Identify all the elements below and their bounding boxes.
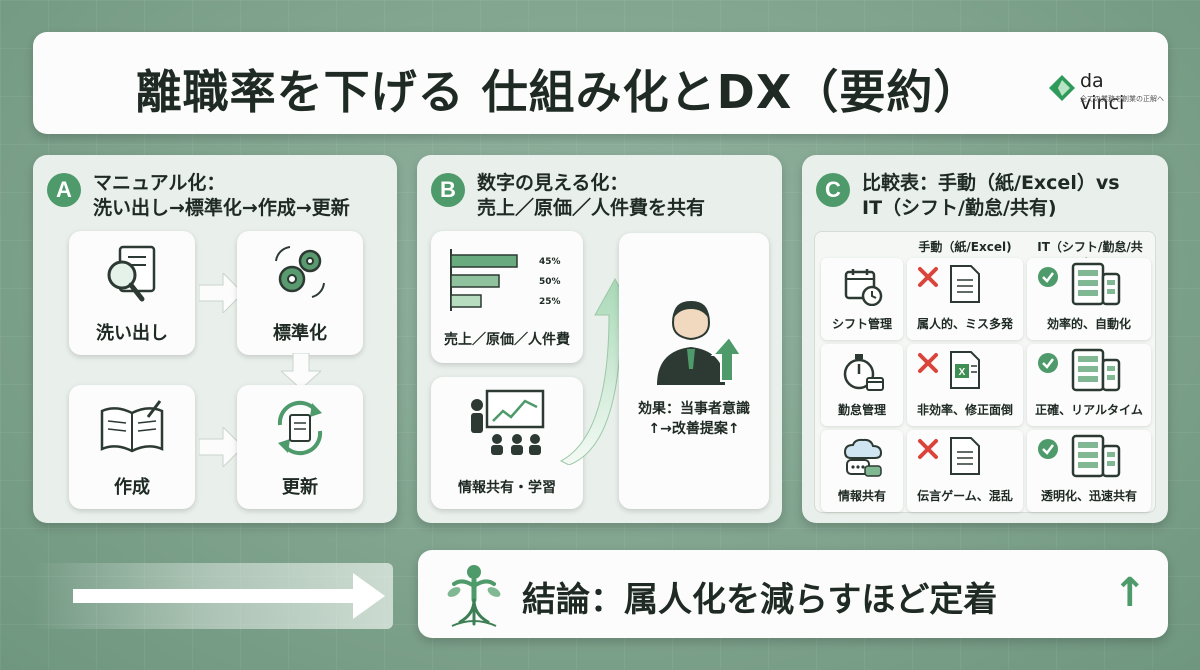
check-icon: [1038, 439, 1058, 459]
it-cell: 透明化、迅速共有: [1027, 430, 1151, 512]
category-cell: 情報共有: [821, 430, 903, 512]
panel-visualization: B 数字の見える化： 売上／原価／人件費を共有 45% 50% 25% 売上／原…: [417, 155, 782, 523]
panel-a-heading-line2: 洗い出し→標準化→作成→更新: [93, 197, 350, 219]
title-card: 離職率を下げる 仕組み化とDX（要約） da vinci 全ての業務を創業の正解…: [33, 32, 1168, 134]
step-tile-identify: 洗い出し: [69, 231, 195, 355]
panel-badge-a: A: [47, 173, 81, 207]
it-text: 効率的、自動化: [1046, 317, 1131, 331]
tablet-phone-icon: [1071, 434, 1121, 478]
conclusion-card: 結論：属人化を減らすほど定着 ↑: [418, 550, 1168, 638]
page-title: 離職率を下げる 仕組み化とDX（要約）: [135, 65, 981, 119]
effect-line2: ↑→改善提案↑: [648, 421, 740, 437]
cross-icon: [918, 439, 938, 459]
it-text: 正確、リアルタイム: [1035, 403, 1143, 417]
employee-growth-icon: [657, 301, 743, 385]
table-row: シフト管理 属人的、ミス多発: [821, 258, 1151, 342]
panel-c-heading: 比較表：手動（紙/Excel）vs IT（シフト/勤怠/共有): [862, 171, 1120, 221]
table-row: 勤怠管理 X 非効率、修正面倒: [821, 344, 1151, 428]
panel-c-heading-line1: 比較表：手動（紙/Excel）vs: [862, 172, 1120, 194]
tablet-phone-icon: [1071, 348, 1121, 392]
arrow-right-icon: [199, 273, 243, 313]
category-label: シフト管理: [831, 317, 892, 331]
manual-cell: X 非効率、修正面倒: [907, 344, 1023, 426]
chart-value: 45%: [539, 257, 561, 267]
magnifier-document-icon: [107, 245, 156, 302]
category-label: 勤怠管理: [837, 403, 886, 417]
cross-icon: [918, 267, 938, 287]
svg-text:X: X: [959, 367, 966, 378]
presentation-icon: [471, 389, 545, 455]
it-cell: 効率的、自動化: [1027, 258, 1151, 340]
paper-document-icon: [950, 265, 980, 303]
column-header-manual: 手動（紙/Excel): [918, 240, 1012, 254]
chart-value: 25%: [539, 297, 561, 307]
manual-text: 非効率、修正面倒: [916, 403, 1013, 417]
step-label: 作成: [114, 477, 150, 498]
panel-a-heading: マニュアル化： 洗い出し→標準化→作成→更新: [93, 171, 350, 221]
logo-tagline: 全ての業務を創業の正解へ: [1080, 95, 1164, 103]
step-label: 更新: [282, 477, 318, 498]
category-label: 情報共有: [837, 489, 886, 503]
arrow-right-icon: [199, 427, 243, 467]
manual-text: 属人的、ミス多発: [916, 317, 1013, 331]
table-row: 情報共有 伝言ゲーム、混乱: [821, 430, 1151, 514]
effect-text: 効果：当事者意識 ↑→改善提案↑: [619, 399, 769, 439]
paper-document-icon: [950, 437, 980, 475]
arrow-down-icon: [281, 353, 321, 389]
tablet-phone-icon: [1071, 262, 1121, 306]
panel-b-heading-line1: 数字の見える化：: [477, 172, 629, 194]
calendar-clock-icon: [844, 269, 883, 306]
category-cell: シフト管理: [821, 258, 903, 340]
effect-line1: 効果：当事者意識: [638, 401, 750, 417]
manual-text: 伝言ゲーム、混乱: [917, 489, 1013, 503]
step-label: 洗い出し: [96, 323, 168, 344]
panel-b-heading-line2: 売上／原価／人件費を共有: [477, 197, 706, 219]
conclusion-text: 結論：属人化を減らすほど定着: [522, 580, 998, 620]
chart-value: 50%: [539, 277, 561, 287]
right-arrow-icon: [73, 573, 385, 619]
panel-a-heading-line1: マニュアル化：: [93, 172, 226, 194]
logo-name: da vinci: [1080, 70, 1125, 114]
gears-icon: [275, 246, 325, 298]
panel-badge-b: B: [431, 173, 465, 207]
step-label: 標準化: [273, 323, 327, 344]
sharing-label: 情報共有・学習: [458, 480, 556, 496]
chat-cloud-icon: [843, 438, 883, 477]
open-book-icon: [100, 400, 164, 453]
panel-b-heading: 数字の見える化： 売上／原価／人件費を共有: [477, 171, 705, 221]
growing-person-icon: [447, 565, 501, 627]
comparison-table: 手動（紙/Excel) IT（シフト/勤怠/共有) シフト管理: [814, 231, 1156, 513]
it-text: 透明化、迅速共有: [1040, 489, 1137, 503]
effect-tile: 効果：当事者意識 ↑→改善提案↑: [619, 233, 769, 509]
step-tile-create: 作成: [69, 385, 195, 509]
diamond-logo-icon: [1049, 75, 1075, 101]
manual-cell: 伝言ゲーム、混乱: [907, 430, 1023, 512]
panel-manualization: A マニュアル化： 洗い出し→標準化→作成→更新 洗い出し 標準化: [33, 155, 397, 523]
bar-chart-icon: [450, 249, 518, 311]
check-icon: [1038, 267, 1058, 287]
brand-logo: da vinci 全ての業務を創業の正解へ: [1048, 70, 1164, 114]
up-arrow-icon: ↑: [1113, 570, 1147, 616]
manual-cell: 属人的、ミス多発: [907, 258, 1023, 340]
cross-icon: [918, 353, 938, 373]
chart-caption: 売上／原価／人件費: [444, 332, 570, 348]
spreadsheet-icon: X: [950, 351, 980, 389]
stopwatch-icon: [843, 354, 884, 391]
it-cell: 正確、リアルタイム: [1027, 344, 1151, 426]
sharing-tile: 情報共有・学習: [431, 377, 583, 509]
panel-badge-c: C: [816, 173, 850, 207]
finance-chart-tile: 45% 50% 25% 売上／原価／人件費: [431, 231, 583, 363]
progress-arrow-band: [33, 563, 393, 629]
panel-c-heading-line2: IT（シフト/勤怠/共有): [862, 197, 1057, 219]
step-tile-update: 更新: [237, 385, 363, 509]
step-tile-standardize: 標準化: [237, 231, 363, 355]
category-cell: 勤怠管理: [821, 344, 903, 426]
refresh-document-icon: [277, 400, 323, 456]
check-icon: [1038, 353, 1058, 373]
panel-comparison: C 比較表：手動（紙/Excel）vs IT（シフト/勤怠/共有) 手動（紙/E…: [802, 155, 1168, 523]
